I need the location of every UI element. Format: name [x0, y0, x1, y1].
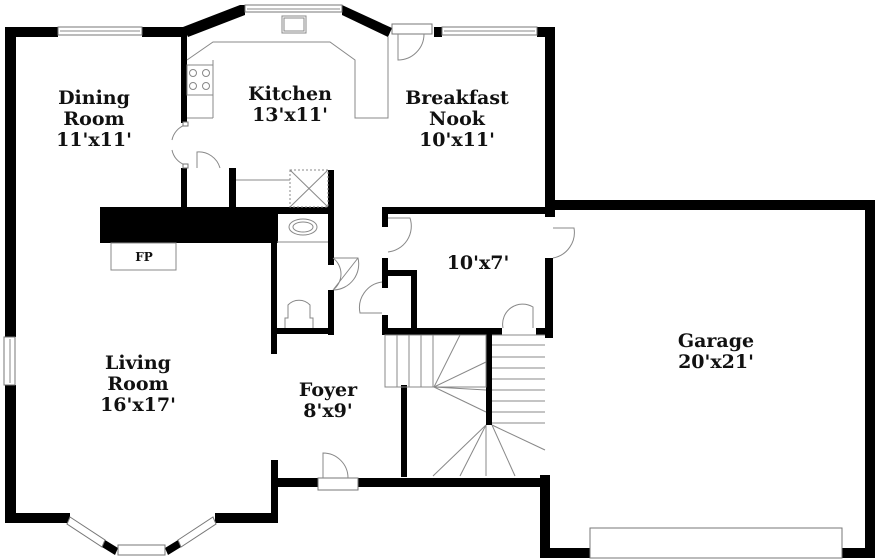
room-name-line: Garage — [677, 330, 755, 352]
room-dims: 8'x9' — [303, 400, 353, 422]
room-name-line: Foyer — [298, 379, 358, 401]
room-label-kitchen: Kitchen 13'x11' — [248, 84, 332, 126]
room-label-dining: Dining Room 11'x11' — [56, 88, 132, 151]
room-label-breakfast-nook: Breakfast Nook 10'x11' — [405, 88, 509, 151]
room-dims: 20'x21' — [678, 351, 754, 373]
room-name-line: Kitchen — [248, 83, 332, 105]
room-dims: 10'x7' — [446, 252, 510, 274]
room-name-line: Room — [107, 373, 169, 395]
room-name-line: Room — [63, 108, 125, 130]
room-label-foyer: Foyer 8'x9' — [299, 380, 357, 422]
doors — [171, 23, 575, 491]
room-label-living: Living Room 16'x17' — [100, 353, 176, 416]
stairs — [384, 334, 546, 477]
room-dims: 11'x11' — [56, 129, 132, 151]
room-name-line: Dining — [58, 87, 130, 109]
room-dims: 16'x17' — [100, 394, 176, 416]
windows — [3, 4, 843, 559]
walls — [5, 5, 875, 558]
fireplace-label: FP — [135, 250, 153, 264]
room-label-garage: Garage 20'x21' — [678, 331, 754, 373]
room-name-line: Nook — [429, 108, 485, 130]
room-label-laundry: 10'x7' — [447, 253, 510, 274]
fireplace-hearth — [110, 242, 177, 271]
bath-fixtures — [277, 218, 328, 328]
kitchen-fixtures — [186, 15, 389, 208]
room-dims: 13'x11' — [252, 104, 328, 126]
room-name-line: Living — [105, 352, 171, 374]
room-name-line: Breakfast — [405, 87, 509, 109]
room-dims: 10'x11' — [419, 129, 495, 151]
